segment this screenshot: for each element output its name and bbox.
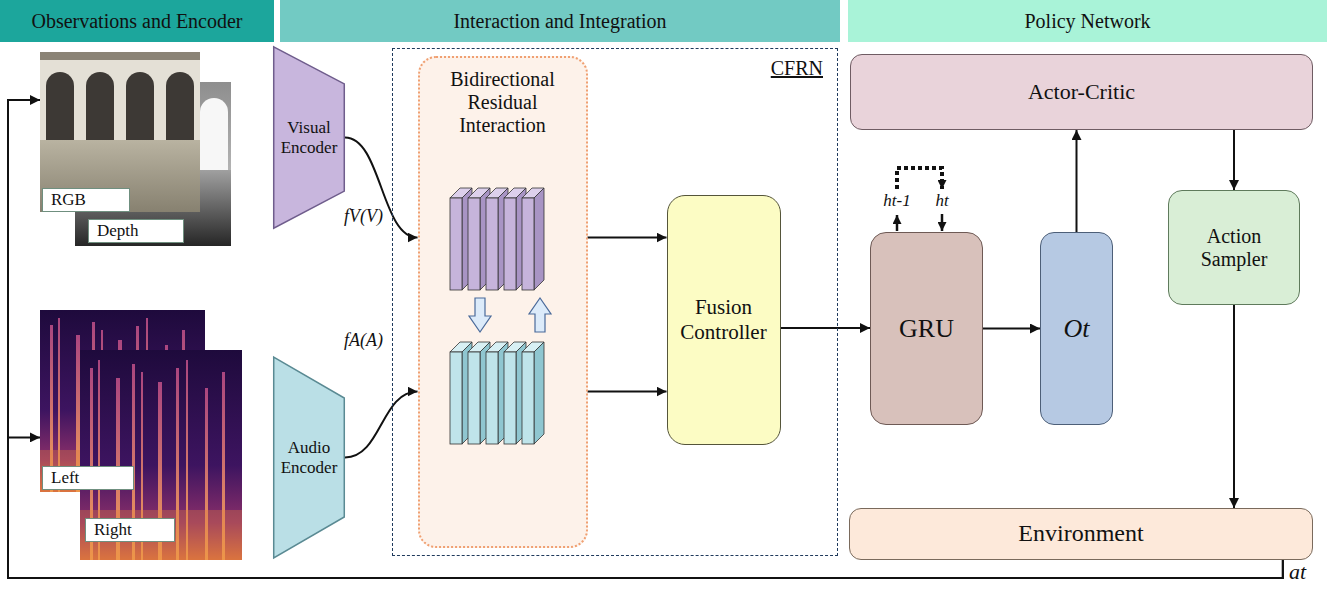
flow-arrow [1233, 130, 1235, 190]
function-label: fA(A) [344, 331, 383, 351]
label-anchor: at [1289, 560, 1306, 584]
node-label: Fusion Controller [672, 295, 776, 343]
section-header: Policy Network [848, 0, 1327, 42]
trapezoid-shape [274, 357, 345, 558]
flow-arrow [1076, 130, 1078, 232]
visual-feature-stack [450, 188, 544, 290]
flow-arrow [983, 328, 1040, 330]
exchange-arrow [529, 298, 551, 332]
process-box: Action Sampler [1168, 190, 1300, 305]
audio-feature-stack [450, 342, 544, 444]
right-spectrogram [80, 350, 242, 560]
section-header: Observations and Encoder [0, 0, 274, 42]
node-label: Audio Encoder [278, 438, 340, 477]
node-label: GRU [899, 314, 954, 344]
state-label: ht-1 [883, 192, 910, 211]
node-label: Action Sampler [1182, 225, 1286, 271]
rgb-image [40, 52, 200, 212]
label-anchor: ht [935, 192, 948, 211]
node-label: Interaction and Integration [453, 10, 666, 33]
image-panel: Right [80, 350, 242, 560]
section-header: Interaction and Integration [280, 0, 840, 42]
recurrent-loop [897, 168, 942, 189]
flow-arrow [588, 391, 667, 393]
label-anchor: ht-1 [883, 192, 910, 211]
label-anchor: fA(A) [344, 331, 383, 351]
state-arrow [941, 214, 944, 231]
label-anchor: fV(V) [344, 207, 383, 227]
image-panel: Depth [75, 82, 231, 246]
module-title: CFRN [771, 57, 823, 80]
action-label: at [1289, 560, 1306, 584]
function-label: fV(V) [344, 207, 383, 227]
interaction-block: Bidirectional Residual Interaction [418, 56, 588, 548]
process-box: Fusion Controller [667, 195, 781, 445]
node-label: Policy Network [1024, 10, 1150, 33]
state-arrow [896, 215, 899, 231]
process-box: GRU [870, 232, 983, 425]
node-label: Visual Encoder [278, 118, 340, 157]
module-frame: CFRN Bidirectional Residual InteractionFu… [392, 48, 838, 556]
output-box: Ot [1040, 232, 1113, 425]
trapezoid-shape [274, 47, 345, 228]
image-label: Depth [88, 219, 184, 243]
process-box: Actor-Critic [850, 54, 1313, 130]
image-panel: RGB [40, 52, 200, 212]
process-box: Environment [849, 508, 1313, 560]
image-label: Right [85, 518, 175, 542]
image-panel: Left [40, 310, 205, 492]
image-label: RGB [42, 188, 130, 212]
flow-arrow [345, 138, 418, 238]
node-label: Ot [1064, 314, 1090, 344]
block-fill [418, 56, 588, 548]
node-label: Environment [1018, 520, 1143, 548]
node-label: Observations and Encoder [31, 10, 242, 33]
encoder-trapezoid: Visual Encoder [273, 45, 345, 230]
exchange-arrow [469, 298, 491, 332]
flow-arrow [781, 327, 871, 329]
node-label: Bidirectional Residual Interaction [433, 68, 573, 137]
state-label: ht [935, 192, 948, 211]
flow-arrow [8, 100, 1283, 578]
flow-arrow [1233, 305, 1235, 508]
node-label: Actor-Critic [1028, 79, 1135, 104]
flow-arrow [588, 237, 667, 239]
encoder-trapezoid: Audio Encoder [273, 355, 345, 560]
image-label: Left [42, 466, 134, 490]
flow-arrow [345, 392, 418, 458]
